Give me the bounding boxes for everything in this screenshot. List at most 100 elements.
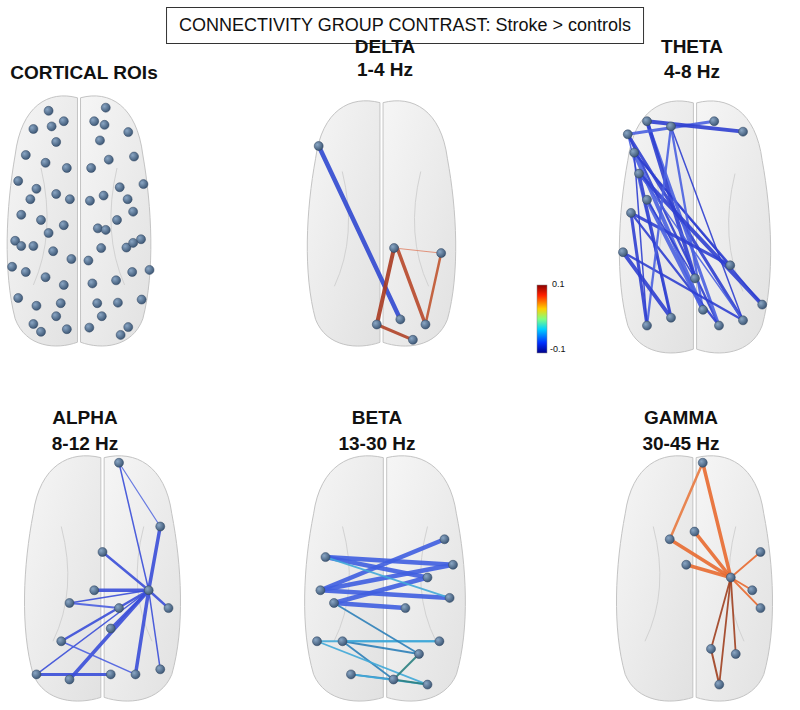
roi-node (739, 127, 748, 136)
roi-node (758, 300, 767, 309)
roi-node (423, 573, 432, 582)
roi-node (115, 183, 124, 192)
roi-node (347, 670, 356, 679)
roi-node (65, 195, 74, 204)
roi-node (314, 142, 323, 151)
brain-hemisphere (81, 96, 151, 346)
connectivity-line (37, 673, 111, 676)
connectivity-line (711, 649, 719, 685)
roi-node (97, 244, 106, 253)
roi-node (445, 593, 454, 602)
connectivity-line (334, 603, 419, 654)
roi-node (699, 305, 708, 314)
roi-node (95, 136, 104, 145)
brain-sulcus (414, 172, 428, 287)
roi-node (106, 624, 115, 633)
roi-node (49, 247, 58, 256)
roi-node (124, 128, 133, 137)
brain-hemisphere (696, 456, 772, 701)
roi-node (726, 261, 735, 270)
connectivity-line (671, 126, 743, 320)
roi-node (690, 527, 699, 536)
roi-node (100, 120, 109, 129)
roi-node (29, 242, 38, 251)
roi-node (97, 312, 106, 321)
colorbar (537, 285, 547, 353)
panel-label: 4-8 Hz (664, 62, 720, 83)
roi-node (17, 242, 26, 251)
connectivity-line (37, 590, 149, 674)
roi-node (93, 224, 102, 233)
panel-label: CORTICAL ROIs (10, 63, 157, 84)
roi-node (715, 680, 724, 689)
connectivity-line (317, 641, 428, 684)
roi-node (98, 548, 107, 557)
roi-node (65, 599, 74, 608)
roi-node (32, 670, 41, 679)
roi-node (682, 560, 691, 569)
brain-hemisphere (387, 456, 466, 701)
connectivity-line (119, 463, 149, 591)
panel-label: 1-4 Hz (357, 60, 413, 81)
roi-node (144, 586, 153, 595)
roi-node (726, 573, 735, 582)
connectivity-line (623, 252, 671, 318)
connectivity-line (394, 680, 428, 685)
connectivity-line (317, 640, 439, 642)
roi-node (408, 335, 417, 344)
connectivity-line (731, 552, 761, 578)
roi-node (627, 208, 636, 217)
connectivity-line (731, 578, 736, 655)
roi-node (26, 195, 35, 204)
roi-node (164, 604, 173, 613)
roi-node (65, 675, 74, 684)
roi-node (124, 323, 133, 332)
roi-node (37, 216, 46, 225)
roi-node (130, 152, 139, 161)
roi-node (390, 244, 399, 253)
roi-node (104, 155, 113, 164)
roi-node (715, 321, 724, 330)
roi-node (710, 117, 719, 126)
connectivity-line (719, 578, 731, 685)
roi-node (731, 650, 740, 659)
connectivity-line (631, 213, 719, 326)
roi-node (619, 248, 628, 257)
roi-node (643, 117, 652, 126)
roi-node (21, 151, 30, 160)
roi-node (112, 276, 121, 285)
roi-node (106, 670, 115, 679)
roi-node (67, 255, 76, 264)
roi-node (29, 125, 38, 134)
brain-hemisphere (24, 456, 100, 701)
roi-node (137, 235, 146, 244)
roi-node (99, 191, 108, 200)
connectivity-line (394, 654, 420, 680)
connectivity-line (61, 641, 135, 674)
roi-node (8, 262, 17, 271)
roi-node (691, 274, 700, 283)
connectivity-line (670, 463, 703, 540)
roi-node (56, 299, 65, 308)
roi-node (635, 169, 644, 178)
roi-node (44, 229, 53, 238)
roi-node (748, 586, 757, 595)
roi-node (101, 225, 110, 234)
brain-hemisphere (616, 456, 692, 701)
connectivity-line (70, 590, 149, 679)
roi-node (59, 221, 68, 230)
brain-hemisphere (307, 101, 380, 346)
brain-hemisphere (104, 456, 180, 701)
colorbar-value: 0.1 (552, 280, 565, 290)
roi-node (85, 323, 94, 332)
roi-node (52, 190, 61, 199)
roi-node (14, 177, 23, 186)
panel-label: ALPHA (52, 408, 117, 429)
connectivity-line (425, 253, 441, 324)
roi-node (115, 604, 124, 613)
roi-node (623, 130, 632, 139)
roi-node (131, 670, 140, 679)
panel-label: THETA (661, 37, 723, 58)
roi-node (101, 103, 110, 112)
connectivity-line (731, 578, 761, 609)
